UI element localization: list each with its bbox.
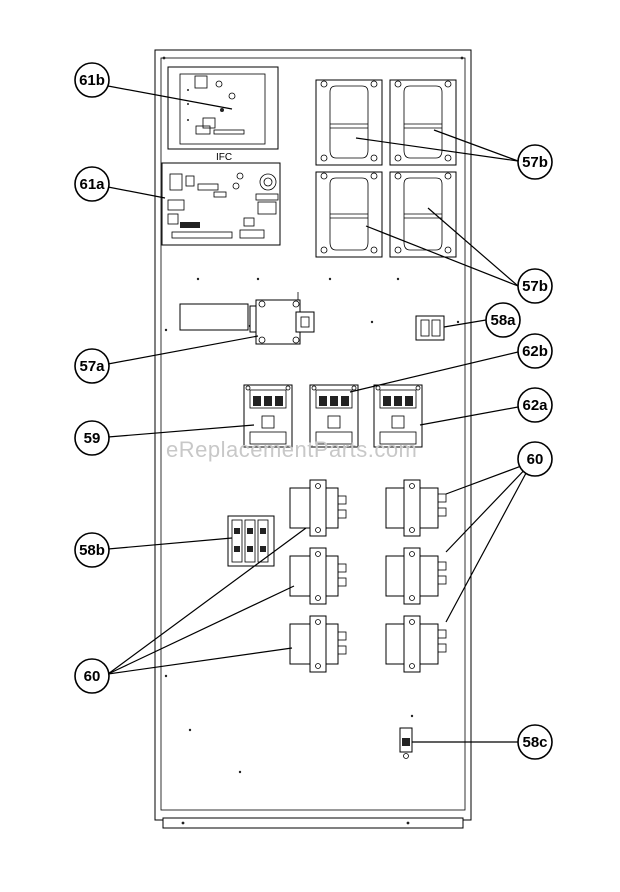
callout-label: 58c <box>522 734 547 751</box>
callout-label: 58a <box>490 312 516 329</box>
callout-label: 58b <box>79 542 105 559</box>
transformer-57b-1 <box>315 79 383 166</box>
callout-label: 60 <box>84 668 101 685</box>
callout-label: 57b <box>522 278 548 295</box>
callout-58a: 58a <box>485 302 521 338</box>
capacitor-60-left-1 <box>289 479 347 537</box>
board-silk-label: IFC <box>216 152 232 163</box>
terminal-block-58b <box>227 515 275 567</box>
callout-62b: 62b <box>517 333 553 369</box>
capacitor-60-left-2 <box>289 547 347 605</box>
capacitor-60-left-3 <box>289 615 347 673</box>
control-board-61a <box>161 162 281 246</box>
capacitor-60-right-3 <box>385 615 447 673</box>
callout-60-right: 60 <box>517 441 553 477</box>
callout-label: 62b <box>522 343 548 360</box>
callout-58c: 58c <box>517 724 553 760</box>
relay-57a <box>249 292 315 345</box>
callout-58b: 58b <box>74 532 110 568</box>
callout-label: 61b <box>79 72 105 89</box>
capacitor-60-right-1 <box>385 479 447 537</box>
callout-61a: 61a <box>74 166 110 202</box>
leader-lines <box>107 85 533 743</box>
callout-57b-bottom: 57b <box>517 268 553 304</box>
terminal-58c <box>399 727 413 759</box>
transformer-57b-4 <box>389 171 457 258</box>
callout-label: 57b <box>522 154 548 171</box>
callout-60-left: 60 <box>74 658 110 694</box>
watermark: eReplacementParts.com <box>166 437 417 462</box>
terminal-block-58a <box>415 315 445 341</box>
callout-61b: 61b <box>74 62 110 98</box>
callout-62a: 62a <box>517 387 553 423</box>
transformer-57b-3 <box>315 171 383 258</box>
callout-57b-top: 57b <box>517 144 553 180</box>
control-board-61b <box>167 66 279 150</box>
callout-label: 62a <box>522 397 548 414</box>
label-plate <box>179 303 249 331</box>
callout-57a: 57a <box>74 348 110 384</box>
callout-label: 61a <box>79 176 105 193</box>
capacitor-60-right-2 <box>385 547 447 605</box>
contactor-62b <box>309 384 359 448</box>
callout-label: 57a <box>79 358 105 375</box>
callout-label: 59 <box>84 430 101 447</box>
transformer-57b-2 <box>389 79 457 166</box>
contactor-59 <box>243 384 293 448</box>
callout-label: 60 <box>527 451 544 468</box>
contactor-62a <box>373 384 423 448</box>
callout-59: 59 <box>74 420 110 456</box>
